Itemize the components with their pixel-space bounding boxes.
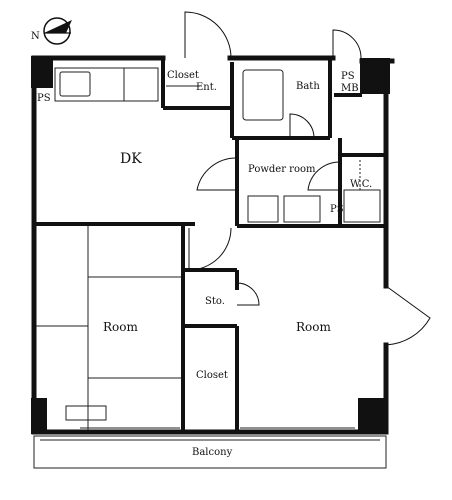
exterior-walls [31,55,395,435]
room-label-bath: Bath [296,81,320,92]
bath-door [289,113,315,139]
room-label-closet-entry: Closet [167,70,199,81]
room-label-entry: Ent. [196,82,217,93]
room-label-balcony: Balcony [192,447,233,458]
wall-piers [31,56,390,434]
room-label-powder-room: Powder room [248,164,316,175]
wc-door [307,161,341,191]
compass: N [31,17,72,45]
room-label-wc: W.C. [350,179,372,190]
label-mb-top: MB [341,83,359,94]
ps-mb-door [332,29,362,59]
room-label-west: Room [103,320,138,334]
room-label-dk: DK [120,151,142,167]
west-room-door [188,227,232,271]
detail-lines [33,67,387,469]
compass-north-label: N [31,31,40,42]
room-label-closet: Closet [196,370,228,381]
label-ps-top: PS [341,71,355,82]
north-arrow-icon [43,17,72,45]
label-ps-powder: PS [330,204,344,215]
doors [184,11,431,346]
label-ps-kitchen: PS [37,93,51,104]
room-label-storage: Sto. [205,296,225,307]
interior-walls [36,58,386,432]
room-labels: DK Room Room Closet Ent. Bath Powder roo… [37,70,372,458]
east-exterior-door [385,285,431,346]
storage-door [236,282,260,306]
entrance-door [184,11,232,59]
room-label-east: Room [296,320,331,334]
powder-room-door [196,157,238,191]
